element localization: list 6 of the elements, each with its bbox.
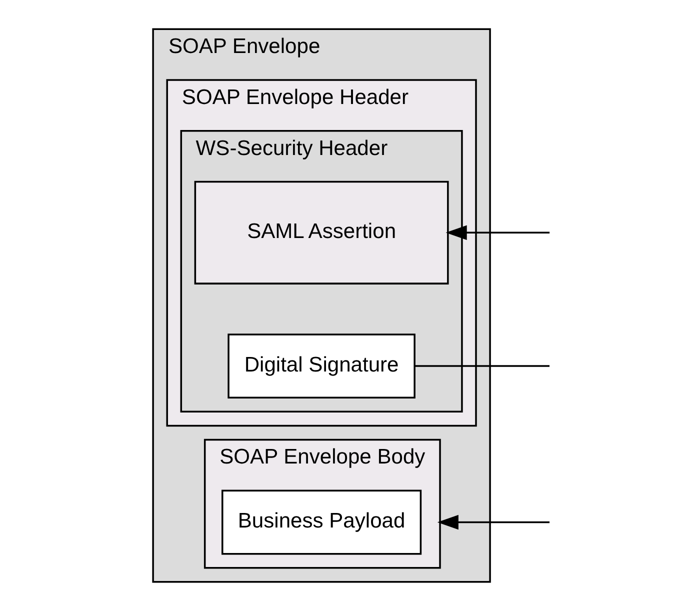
node-box: Business Payload — [222, 490, 422, 555]
connector — [414, 365, 550, 367]
arrow — [437, 514, 550, 530]
node-box: Digital Signature — [228, 334, 416, 399]
node-box: SAML Assertion — [194, 180, 449, 284]
arrow — [446, 225, 550, 240]
